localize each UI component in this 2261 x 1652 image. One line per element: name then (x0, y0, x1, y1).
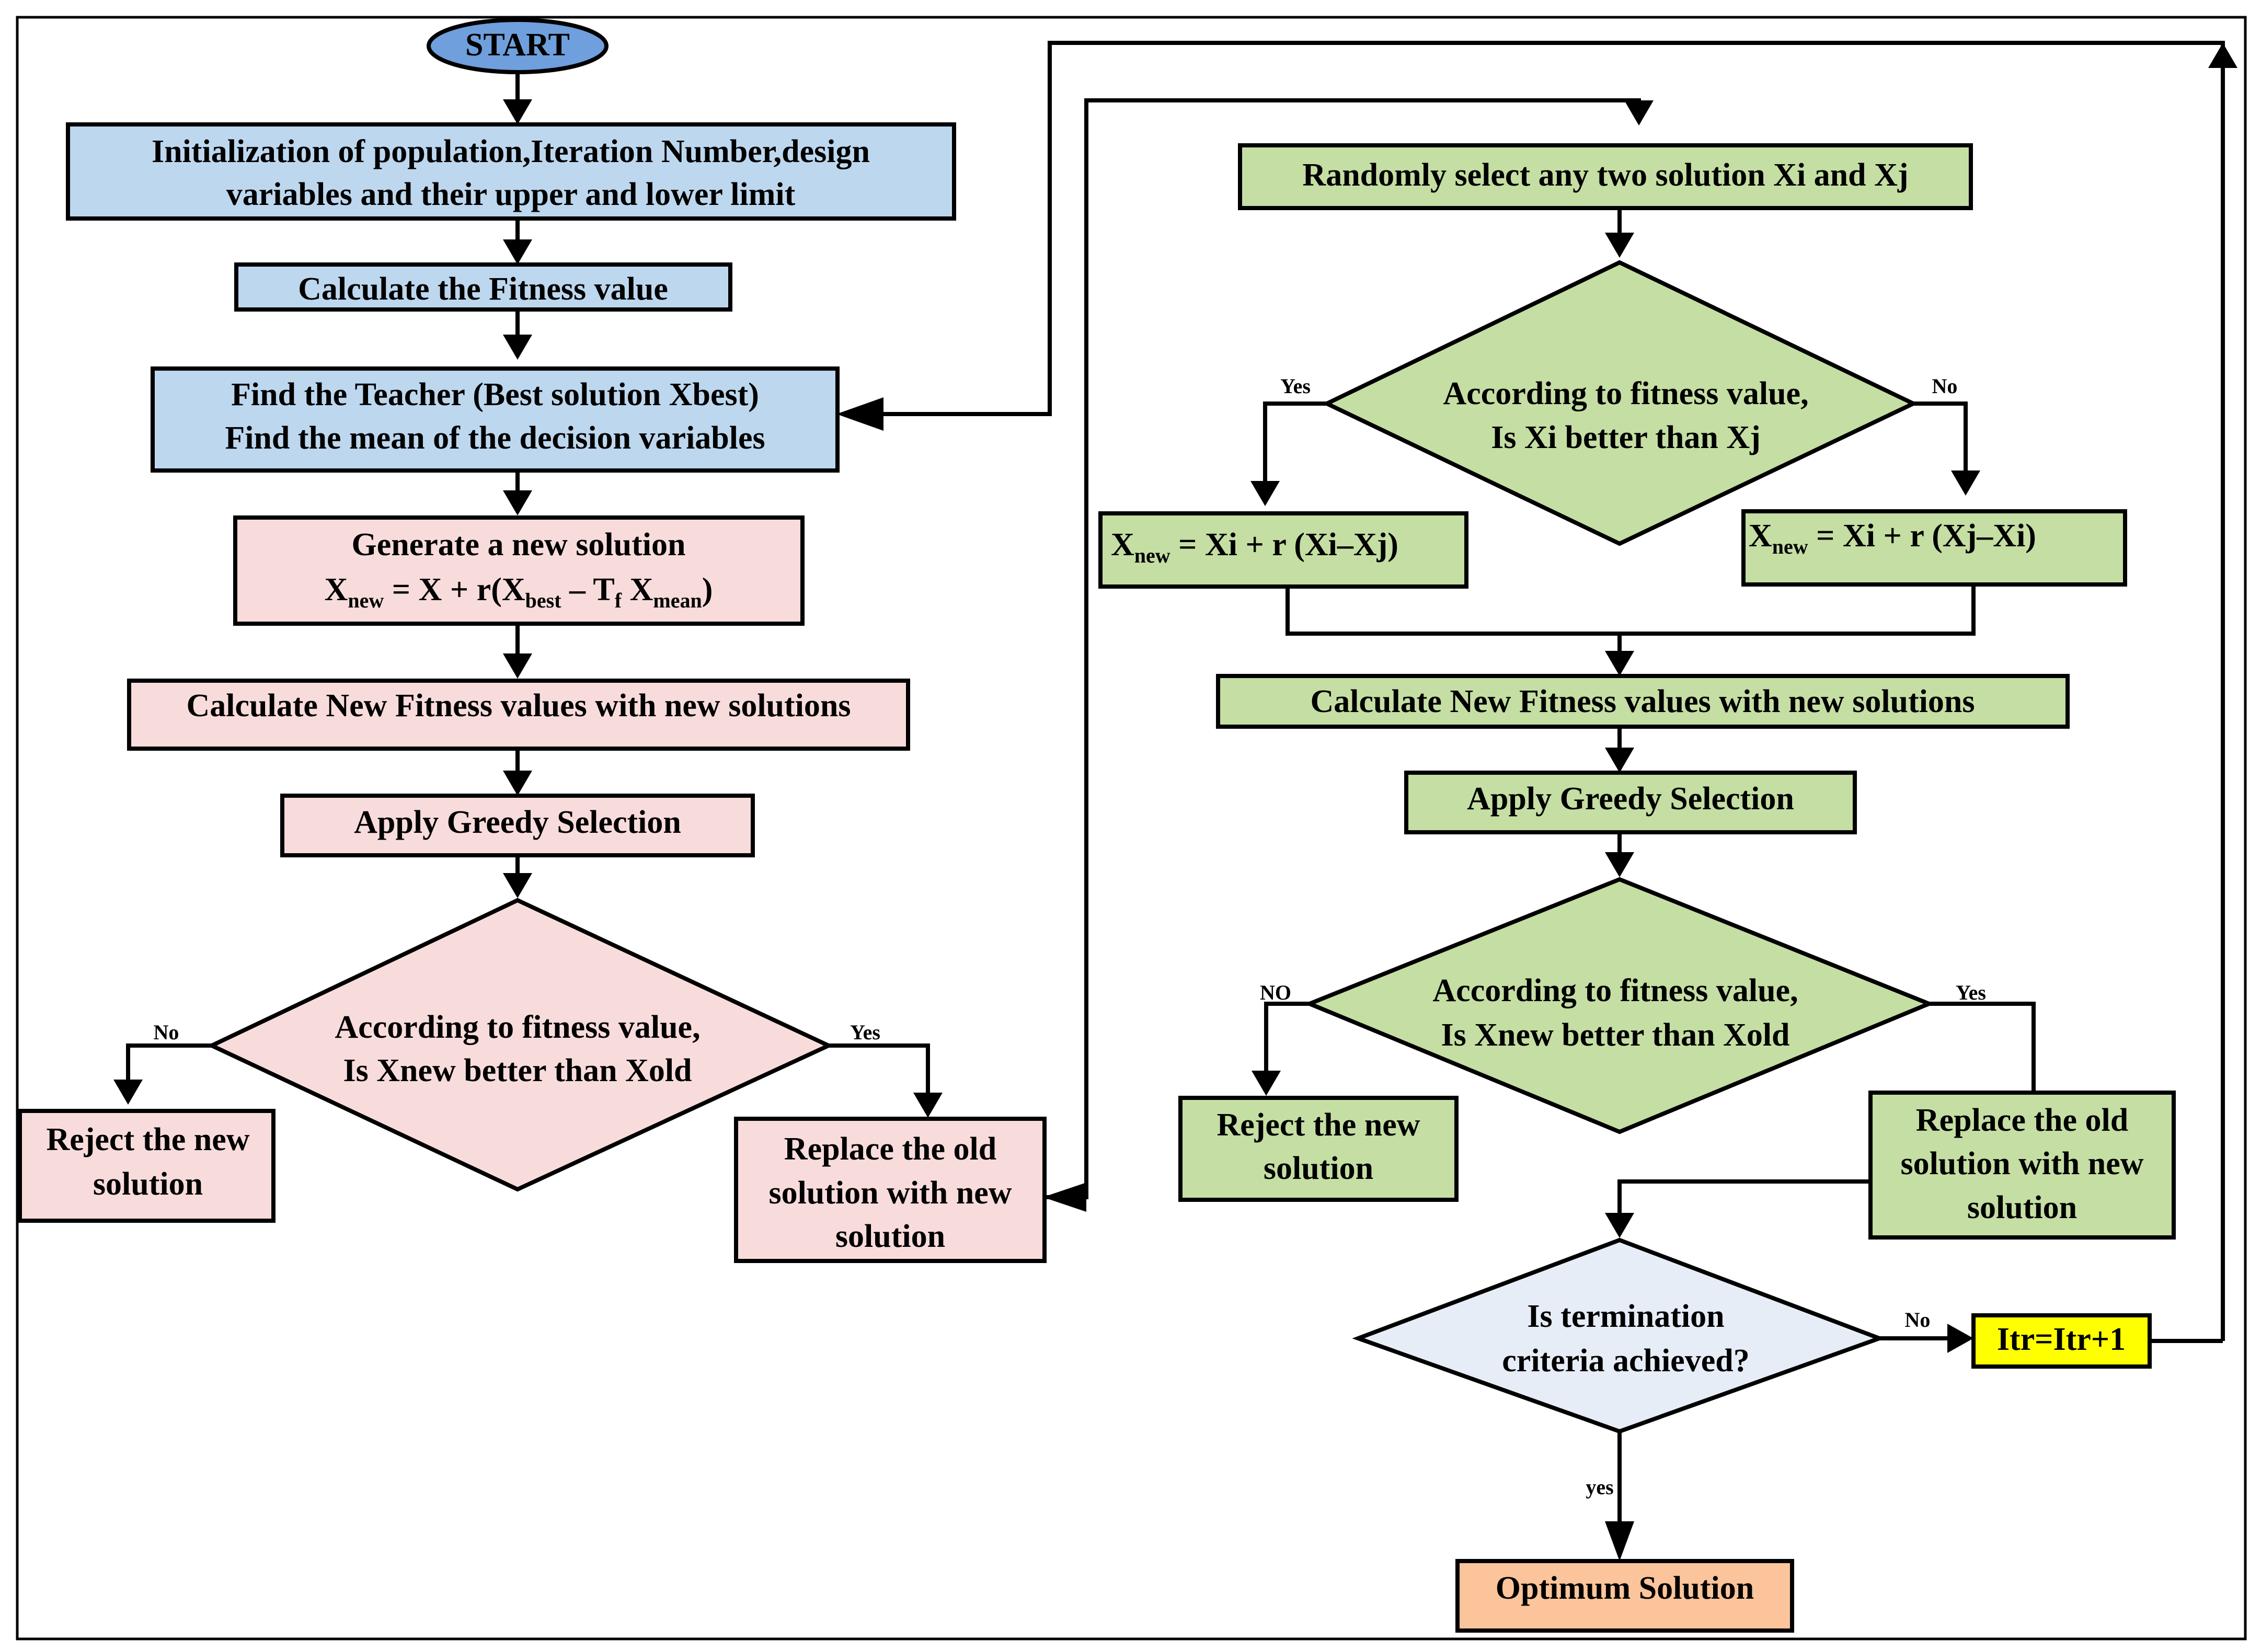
termination-line2: criteria achieved? (1502, 1343, 1749, 1379)
calc-new-fitness-text: Calculate New Fitness values with new so… (186, 688, 851, 724)
learner-greedy-box: Apply Greedy Selection (1404, 771, 1857, 834)
learner-decision-line1: According to fitness value, (1443, 376, 1808, 411)
learner-decision2-line1: According to fitness value, (1432, 973, 1798, 1008)
learner-decision2-line2: Is Xnew better than Xold (1441, 1017, 1789, 1053)
calc-new-fitness-box: Calculate New Fitness values with new so… (127, 679, 910, 751)
learner-decision: According to fitness value, Is Xi better… (1322, 260, 1919, 546)
generate-formula: Xnew = X + r(Xbest – Tf Xmean) (325, 572, 713, 612)
teacher-replace-line1: Replace the old (784, 1131, 996, 1167)
learner-reject-line2: solution (1264, 1151, 1373, 1186)
learner-no2-label: NO (1260, 981, 1291, 1004)
outer-frame (16, 16, 2247, 1640)
optimum-solution-box: Optimum Solution (1455, 1559, 1794, 1633)
termination-decision: Is termination criteria achieved? (1352, 1237, 1886, 1434)
find-teacher-box: Find the Teacher (Best solution Xbest) F… (151, 366, 840, 473)
learner-yes-label: Yes (1280, 374, 1311, 398)
termination-line1: Is termination (1527, 1299, 1724, 1334)
learner-replace-box: Replace the old solution with new soluti… (1868, 1091, 2176, 1240)
teacher-reject-box: Reject the new solution (18, 1109, 276, 1223)
init-text-line1: Initialization of population,Iteration N… (152, 134, 870, 169)
learner-yes2-label: Yes (1956, 981, 1986, 1004)
learner-no-label: No (1932, 374, 1958, 398)
learner-replace-line1: Replace the old (1916, 1103, 2128, 1138)
teacher-decision: According to fitness value, Is Xnew bett… (206, 898, 834, 1192)
greedy-selection-box: Apply Greedy Selection (280, 794, 755, 857)
random-select-text: Randomly select any two solution Xi and … (1302, 157, 1908, 193)
teacher-reject-line2: solution (93, 1166, 203, 1202)
teacher-yes-label: Yes (850, 1020, 880, 1044)
learner-replace-line3: solution (1967, 1190, 2077, 1225)
find-teacher-line2: Find the mean of the decision variables (225, 420, 765, 456)
init-box: Initialization of population,Iteration N… (66, 122, 956, 221)
learner-calc-new-fitness-box: Calculate New Fitness values with new so… (1216, 674, 2070, 729)
start-node: START (427, 18, 609, 74)
generate-text-line1: Generate a new solution (352, 527, 686, 563)
increment-text: Itr=Itr+1 (1997, 1322, 2126, 1357)
teacher-replace-line3: solution (835, 1219, 945, 1254)
connectors (113, 41, 2237, 1561)
teacher-decision-line2: Is Xnew better than Xold (343, 1053, 692, 1088)
teacher-no-label: No (154, 1020, 179, 1044)
teacher-replace-box: Replace the old solution with new soluti… (734, 1117, 1047, 1263)
learner-decision2: According to fitness value, Is Xnew bett… (1304, 877, 1935, 1134)
greedy-selection-text: Apply Greedy Selection (354, 805, 681, 840)
learner-reject-line1: Reject the new (1216, 1107, 1420, 1143)
optimum-solution-text: Optimum Solution (1496, 1570, 1754, 1606)
learner-calc-new-fitness-text: Calculate New Fitness values with new so… (1310, 684, 1975, 719)
learner-reject-box: Reject the new solution (1178, 1096, 1459, 1202)
increment-box: Itr=Itr+1 (1971, 1313, 2152, 1369)
find-teacher-line1: Find the Teacher (Best solution Xbest) (231, 377, 759, 412)
init-text-line2: variables and their upper and lower limi… (226, 177, 796, 212)
generate-solution-box: Generate a new solution Xnew = X + r(Xbe… (233, 515, 805, 626)
learner-decision-line2: Is Xi better than Xj (1491, 420, 1761, 455)
termination-no-label: No (1905, 1308, 1931, 1332)
termination-yes-label: yes (1586, 1475, 1613, 1499)
teacher-reject-line1: Reject the new (46, 1122, 249, 1157)
start-label: START (465, 27, 570, 63)
random-select-box: Randomly select any two solution Xi and … (1238, 143, 1973, 210)
learner-replace-line2: solution with new (1900, 1146, 2143, 1181)
calc-fitness-text: Calculate the Fitness value (298, 271, 668, 307)
right-formula-text: Xnew = Xi + r (Xj–Xi) (1749, 518, 2036, 558)
calc-fitness-box: Calculate the Fitness value (234, 262, 732, 312)
left-formula-box: Xnew = Xi + r (Xi–Xj) (1098, 511, 1468, 589)
teacher-replace-line2: solution with new (768, 1175, 1012, 1211)
learner-greedy-text: Apply Greedy Selection (1467, 781, 1794, 817)
right-formula-box: Xnew = Xi + r (Xj–Xi) (1741, 509, 2127, 587)
left-formula-text: Xnew = Xi + r (Xi–Xj) (1111, 527, 1398, 567)
teacher-decision-line1: According to fitness value, (335, 1009, 700, 1045)
